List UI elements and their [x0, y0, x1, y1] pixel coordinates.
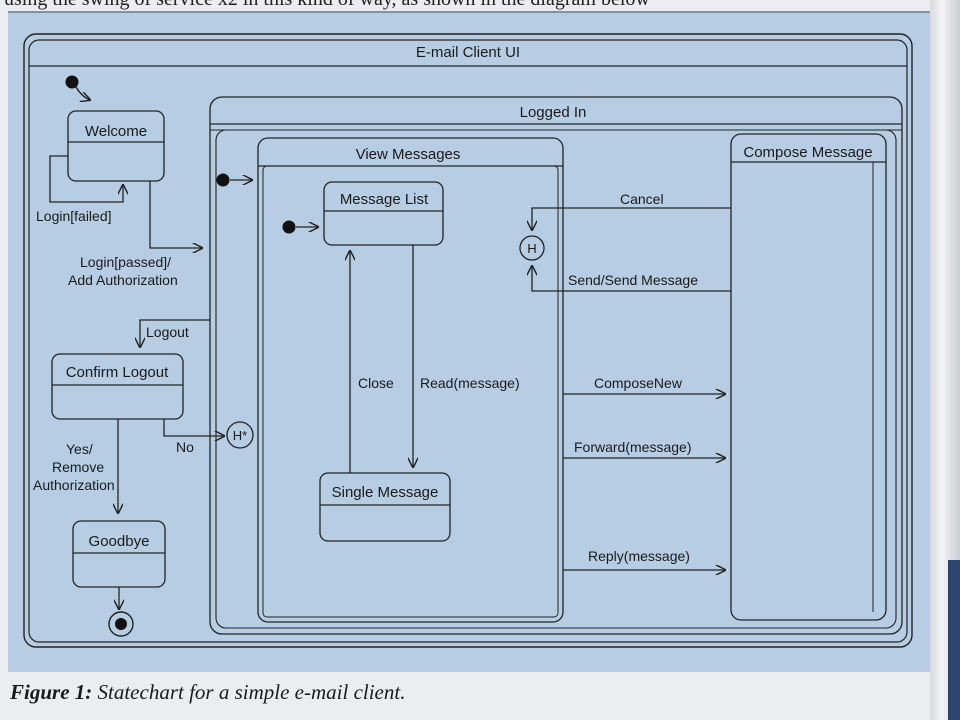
caption-text: Statechart for a simple e-mail client. [92, 680, 406, 704]
goodbye-state [72, 520, 166, 588]
final-state-ring [108, 611, 134, 637]
page-edge-shadow [948, 560, 960, 720]
compose-message-title: Compose Message [743, 144, 872, 161]
add-authorization-label: Add Authorization [68, 272, 178, 288]
logged-in-state [209, 96, 903, 635]
read-message-label: Read(message) [420, 375, 520, 391]
remove-label: Remove [52, 459, 104, 475]
initial-pseudostate-view-messages [282, 220, 296, 234]
compose-message-state [730, 133, 887, 621]
confirm-logout-label: Confirm Logout [66, 364, 169, 381]
shallow-history-label: H [527, 241, 536, 256]
final-state-dot [115, 618, 127, 630]
figure-panel [8, 11, 930, 672]
view-messages-title: View Messages [356, 146, 461, 163]
caption-lead: Figure 1: [10, 680, 93, 704]
logged-in-title: Logged In [520, 104, 587, 121]
single-message-label: Single Message [332, 484, 439, 501]
deep-history-label: H* [233, 428, 247, 443]
forward-label: Forward(message) [574, 439, 691, 455]
logout-label: Logout [146, 324, 189, 340]
message-list-label: Message List [340, 191, 429, 208]
initial-pseudostate-outer [65, 75, 79, 89]
yes-label: Yes/ [66, 441, 93, 457]
email-client-ui-state [23, 33, 913, 648]
shallow-history-pseudostate [519, 235, 545, 261]
no-label: No [176, 439, 194, 455]
compose-new-label: ComposeNew [594, 375, 683, 391]
authorization-label: Authorization [33, 477, 115, 493]
cancel-label: Cancel [620, 191, 664, 207]
welcome-label: Welcome [85, 123, 147, 140]
deep-history-pseudostate [226, 421, 254, 449]
send-label: Send/Send Message [568, 272, 698, 288]
single-message-state [319, 472, 451, 542]
close-label: Close [358, 375, 394, 391]
login-passed-label: Login[passed]/ [80, 254, 171, 270]
view-messages-state [257, 137, 564, 623]
email-client-ui-title: E-mail Client UI [416, 44, 520, 61]
goodbye-label: Goodbye [89, 533, 150, 550]
figure-caption: Figure 1: Statechart for a simple e-mail… [10, 680, 405, 705]
reply-label: Reply(message) [588, 548, 690, 564]
welcome-state [67, 110, 165, 182]
cropped-page-text: using the swing of service x2 in this ki… [0, 0, 960, 12]
login-failed-label: Login[failed] [36, 208, 112, 224]
message-list-state [323, 181, 444, 246]
initial-pseudostate-logged-in [216, 173, 230, 187]
